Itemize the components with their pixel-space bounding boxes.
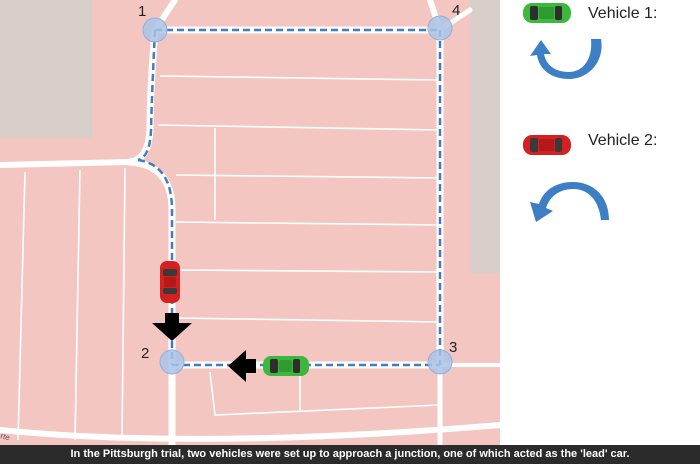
legend-panel: Vehicle 1: Vehicle 2:	[500, 0, 700, 445]
green-car-icon	[263, 356, 309, 376]
node-label-1: 1	[138, 3, 146, 20]
junction-node-3	[427, 349, 453, 375]
junction-node-1	[142, 17, 168, 43]
street-name-label: rte	[0, 431, 11, 442]
image-caption: In the Pittsburgh trial, two vehicles we…	[0, 445, 700, 464]
counterclockwise-u-turn-arrow-icon	[530, 39, 602, 79]
clockwise-turn-arrow-icon	[530, 182, 609, 222]
route-path	[137, 28, 442, 367]
red-car-icon	[160, 261, 180, 303]
node-label-2: 2	[141, 345, 149, 362]
legend-green-car-icon	[523, 3, 571, 23]
junction-node-4	[427, 15, 453, 41]
down-arrow-icon	[152, 313, 192, 341]
node-label-3: 3	[449, 339, 457, 356]
legend-vehicle-2-label: Vehicle 2:	[588, 132, 658, 149]
left-arrow-icon	[228, 350, 256, 382]
legend-red-car-icon	[523, 135, 571, 155]
building-northwest	[0, 0, 92, 138]
legend-vehicle-1-label: Vehicle 1:	[588, 5, 658, 22]
node-label-4: 4	[452, 2, 460, 19]
parcel-lines	[17, 75, 441, 441]
building-east	[470, 0, 500, 273]
junction-node-2	[159, 349, 185, 375]
